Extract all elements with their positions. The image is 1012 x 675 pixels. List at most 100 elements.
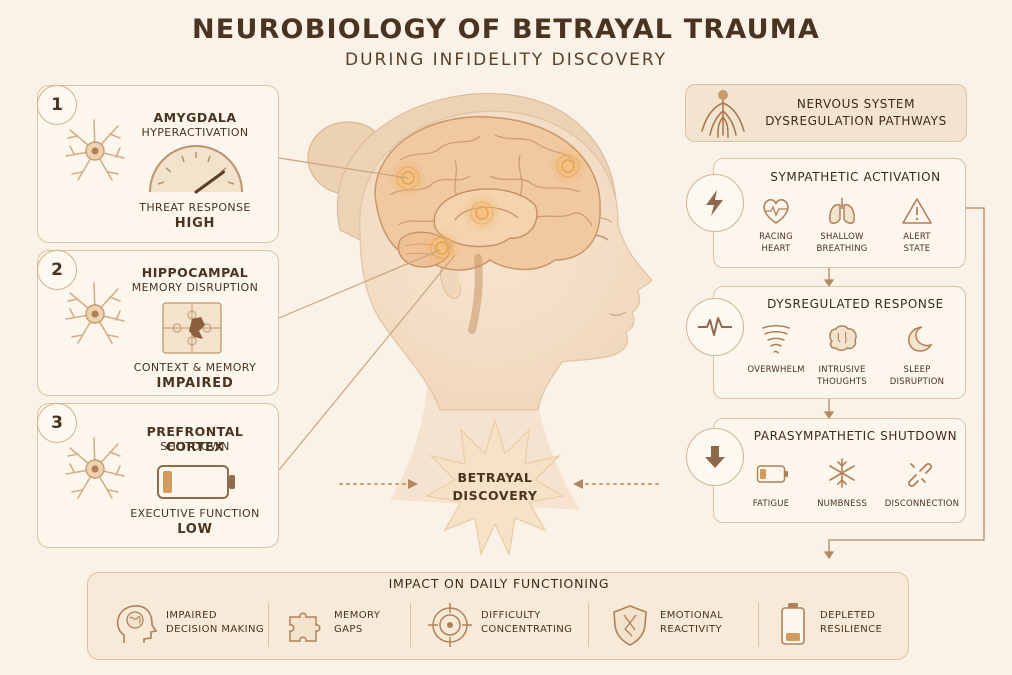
item-label: INTRUSIVE <box>818 365 866 375</box>
burst-label: BETRAYAL <box>457 470 533 485</box>
card-number: 2 <box>37 250 77 290</box>
divider <box>268 603 269 647</box>
card-amygdala[interactable]: 1 AMYGDALA HYPERACTIVATION THREAT RESPON… <box>37 85 279 243</box>
item-label: THOUGHTS <box>817 377 867 387</box>
battery-icon <box>157 465 235 499</box>
hippocampus-glow <box>462 193 502 233</box>
impact-item-concentration[interactable]: DIFFICULTY CONCENTRATING <box>428 601 588 651</box>
battery-fill <box>163 471 172 493</box>
item-label: BREATHING <box>816 244 868 254</box>
snowflake-icon <box>829 458 855 488</box>
broken-link-icon <box>908 463 932 487</box>
divider <box>588 603 589 647</box>
heart-icon <box>763 199 789 224</box>
nervous-system-header: NERVOUS SYSTEM DYSREGULATION PATHWAYS <box>685 84 967 142</box>
item-label: FATIGUE <box>752 499 790 509</box>
cracked-shield-icon <box>613 605 647 646</box>
item-label: DISCONNECTION <box>884 499 960 509</box>
card-caption: CONTEXT & MEMORY <box>133 361 257 374</box>
item-label: SLEEP <box>903 365 931 375</box>
card-caption: EXECUTIVE FUNCTION <box>130 507 260 520</box>
pathway-title: DYSREGULATED RESPONSE <box>767 297 944 311</box>
nervous-system-title: NERVOUS SYSTEM <box>796 97 916 111</box>
neuron-icon <box>65 282 125 344</box>
status-value: HIGH <box>174 216 216 231</box>
card-hippocampus[interactable]: 2 HIPPOCAMPAL MEMORY DISRUPTION CONTEXT … <box>37 250 279 396</box>
burst-label: DISCOVERY <box>452 488 538 503</box>
impact-item-memory[interactable]: MEMORY GAPS <box>286 601 426 651</box>
item-label: RACING <box>759 232 793 242</box>
divider <box>758 603 759 647</box>
impact-item-reactivity[interactable]: EMOTIONAL REACTIVITY <box>610 601 760 651</box>
card-title: AMYGDALA <box>153 110 237 125</box>
impact-label: DEPLETED <box>820 610 876 621</box>
page-subtitle: DURING INFIDELITY DISCOVERY <box>345 50 667 70</box>
starburst-icon <box>425 418 565 557</box>
impact-label: CONCENTRATING <box>481 624 573 635</box>
head-illustration <box>307 93 653 510</box>
card-subtitle: SHUTDOWN <box>160 440 230 453</box>
prefrontal-glow <box>548 146 588 186</box>
impact-label: GAPS <box>334 624 363 635</box>
page-title: NEUROBIOLOGY OF BETRAYAL TRAUMA <box>192 14 820 45</box>
nervous-system-subtitle: DYSREGULATION PATHWAYS <box>765 114 947 128</box>
card-title: PREFRONTAL CORTEX <box>146 424 244 454</box>
head-brain-icon <box>116 605 158 643</box>
pathway-title: SYMPATHETIC ACTIVATION <box>770 170 941 184</box>
card-dysregulated[interactable]: DYSREGULATED RESPONSE OVERWHELM INTRUSIV… <box>713 286 966 399</box>
item-label: OVERWHELM <box>747 365 805 375</box>
item-label: ALERT <box>903 232 931 242</box>
impact-title: IMPACT ON DAILY FUNCTIONING <box>388 576 610 591</box>
impact-label: DIFFICULTY <box>481 610 541 621</box>
impact-panel: IMPACT ON DAILY FUNCTIONING IMPAIRED DEC… <box>87 572 909 660</box>
tornado-icon <box>762 325 790 354</box>
impact-label: EMOTIONAL <box>660 610 724 621</box>
impact-item-decision[interactable]: IMPAIRED DECISION MAKING <box>114 601 274 651</box>
impact-label: IMPAIRED <box>166 610 217 621</box>
item-label: HEART <box>761 244 791 254</box>
gauge-icon <box>149 145 243 194</box>
arrow-right-icon <box>408 479 418 489</box>
puzzle-icon <box>289 612 321 642</box>
card-sympathetic[interactable]: SYMPATHETIC ACTIVATION RACING HEART SHAL… <box>713 158 966 268</box>
battery-icon <box>756 465 788 483</box>
impact-label: REACTIVITY <box>660 624 722 635</box>
arrow-down-icon <box>686 428 744 486</box>
puzzle-icon <box>162 302 222 354</box>
card-title: HIPPOCAMPAL <box>141 265 249 280</box>
impact-label: MEMORY <box>334 610 381 621</box>
gauge-needle <box>194 170 225 194</box>
impact-item-resilience[interactable]: DEPLETED RESILIENCE <box>778 601 898 651</box>
moon-icon <box>908 326 933 352</box>
card-parasympathetic[interactable]: PARASYMPATHETIC SHUTDOWN FATIGUE NUMBNES… <box>713 418 966 523</box>
neuron-icon <box>65 437 125 499</box>
card-caption: THREAT RESPONSE <box>139 201 251 214</box>
neuron-icon <box>65 119 125 181</box>
status-value: IMPAIRED <box>156 376 234 391</box>
betrayal-discovery-burst: BETRAYAL DISCOVERY <box>425 418 565 558</box>
impact-label: DECISION MAKING <box>166 624 264 635</box>
pathway-title: PARASYMPATHETIC SHUTDOWN <box>753 429 958 443</box>
card-subtitle: MEMORY DISRUPTION <box>131 281 259 294</box>
lightning-icon <box>686 174 744 232</box>
missing-piece <box>189 317 205 339</box>
item-label: STATE <box>903 244 931 254</box>
card-number: 1 <box>37 85 77 125</box>
spine-icon <box>701 90 745 138</box>
pulse-icon <box>686 298 744 356</box>
target-icon <box>428 603 472 647</box>
status-value: LOW <box>177 522 213 537</box>
impact-label: RESILIENCE <box>820 624 883 635</box>
divider <box>410 603 411 647</box>
item-label: DISRUPTION <box>889 377 945 387</box>
card-prefrontal[interactable]: 3 PREFRONTAL CORTEX SHUTDOWN EXECUTIVE F… <box>37 403 279 548</box>
low-battery-icon <box>781 603 805 645</box>
card-number: 3 <box>37 403 77 443</box>
arrow-left-icon <box>573 479 583 489</box>
card-subtitle: HYPERACTIVATION <box>141 126 249 139</box>
lungs-icon <box>829 198 855 224</box>
brain-icon <box>829 325 857 351</box>
warning-icon <box>902 198 932 224</box>
item-label: NUMBNESS <box>817 499 867 509</box>
